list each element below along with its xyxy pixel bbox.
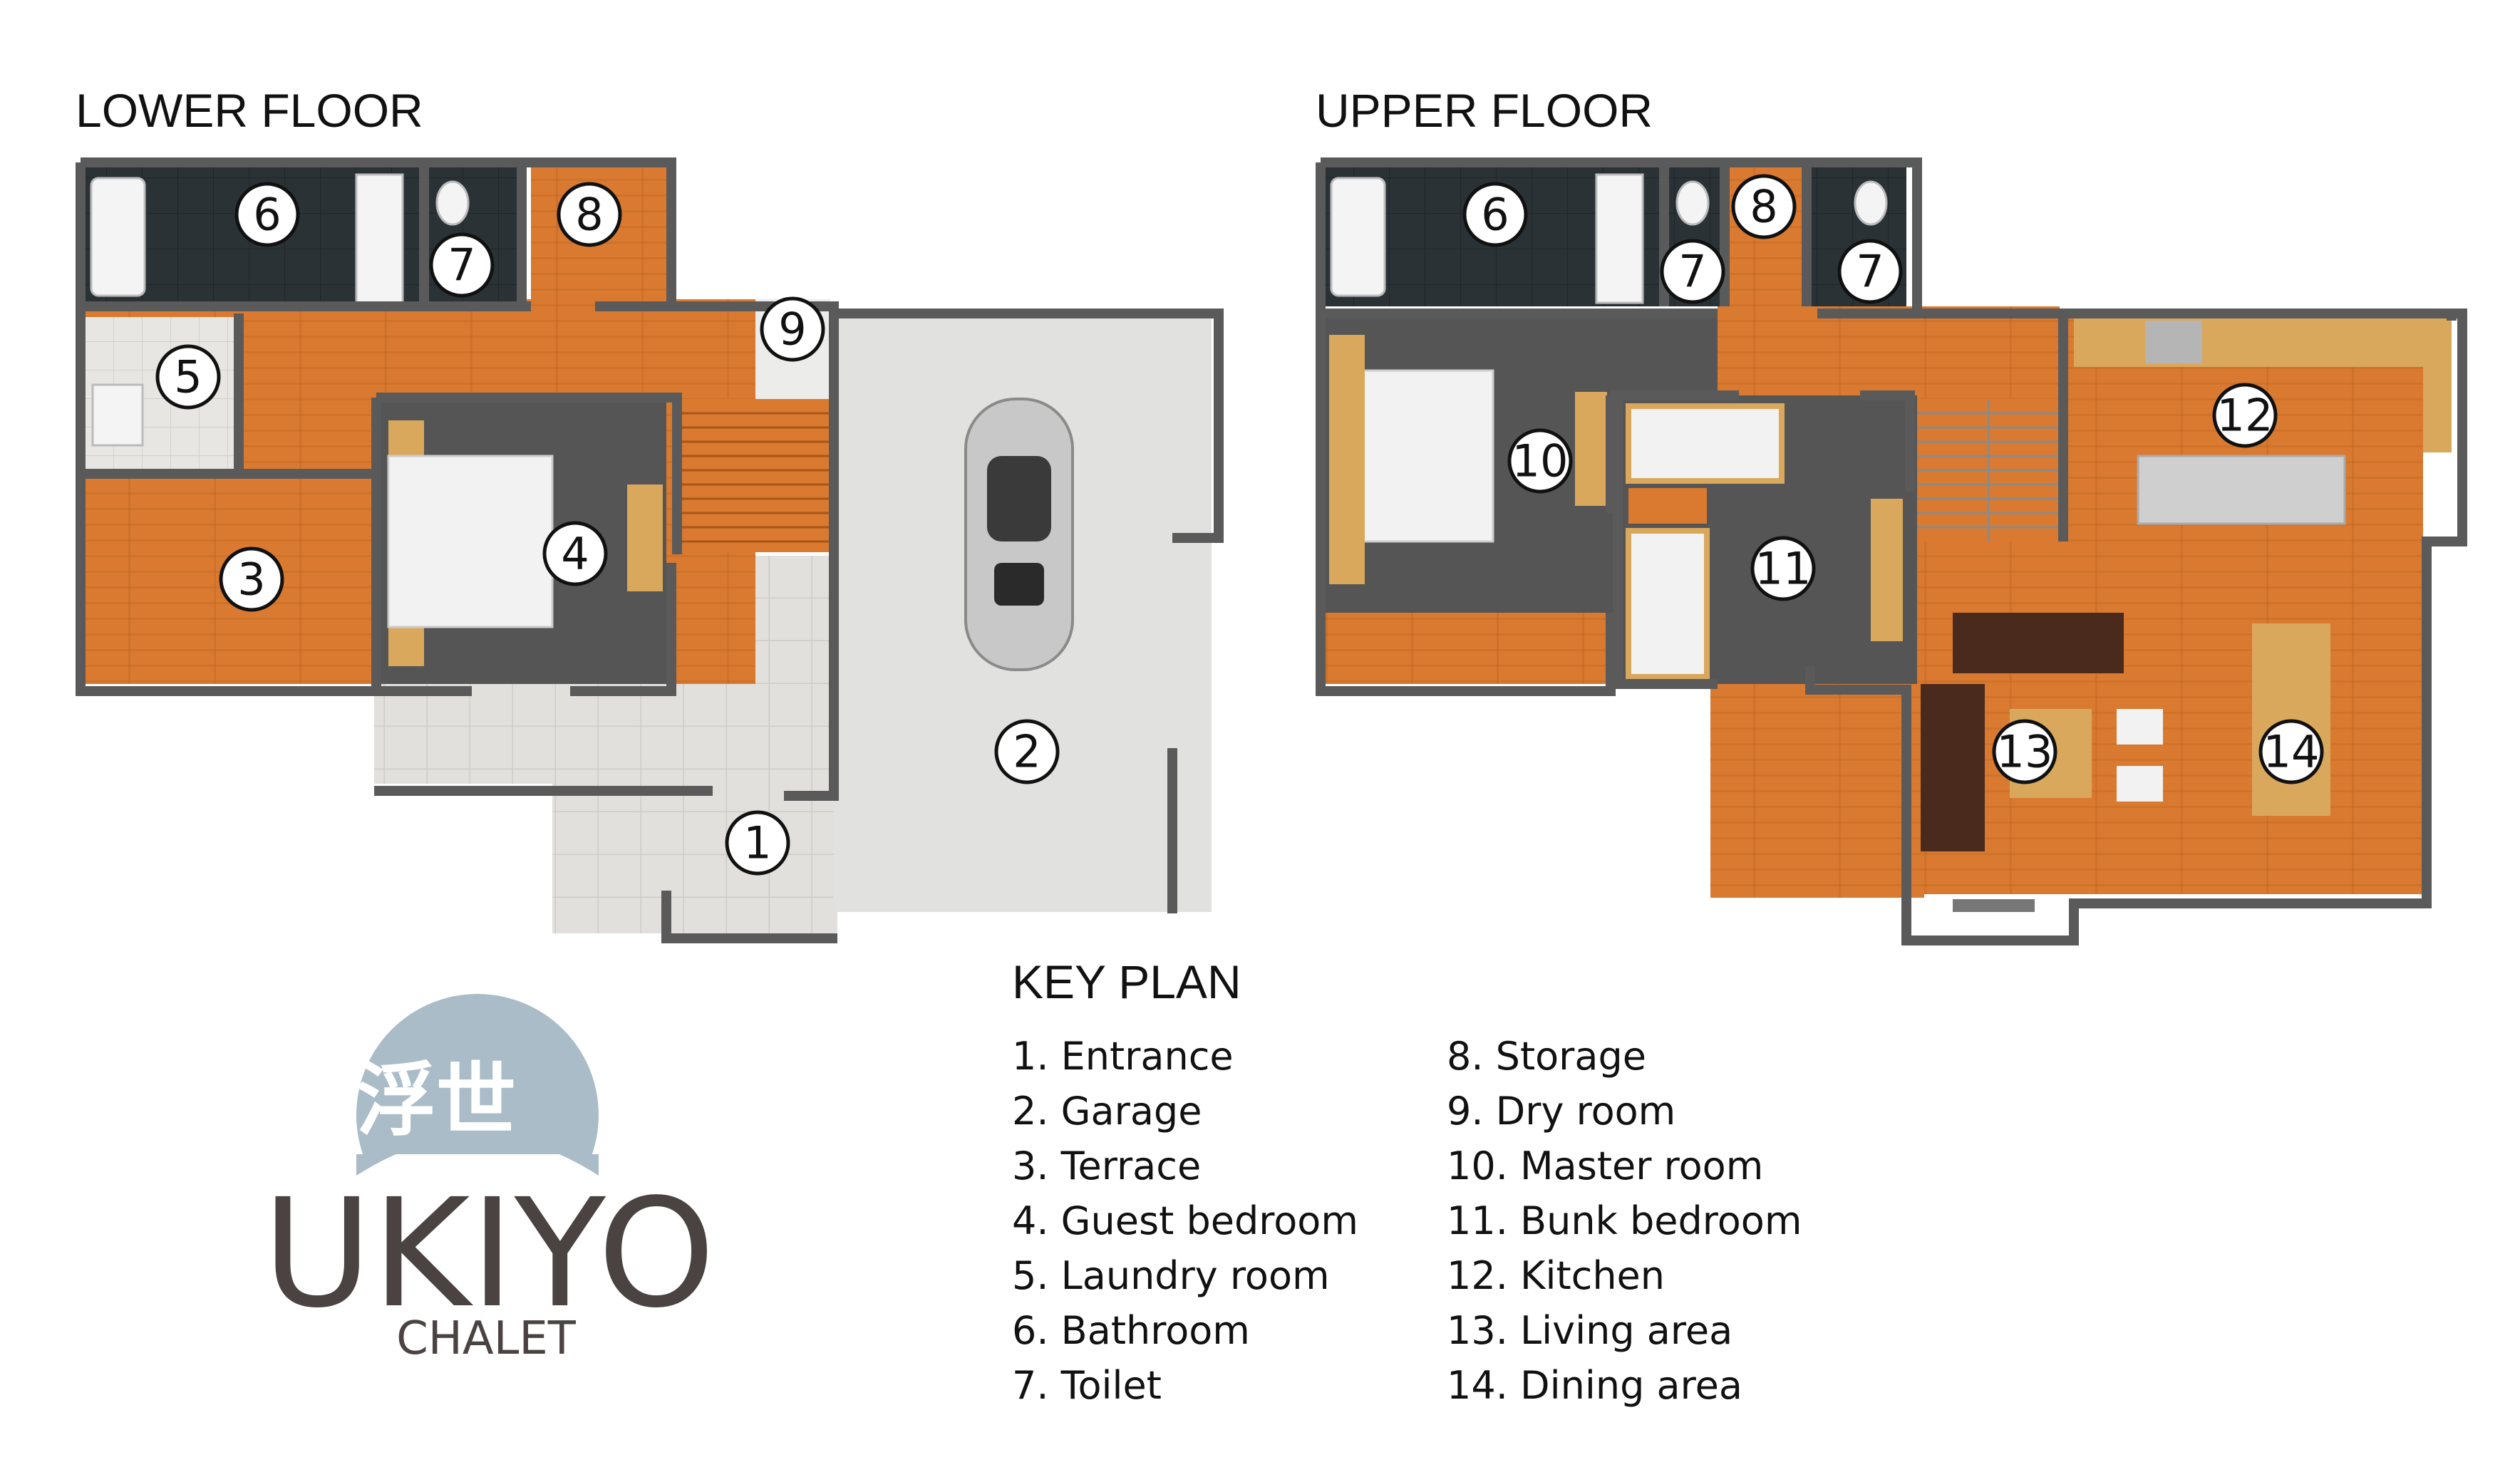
marker-dining-area: 14 [2258,719,2324,784]
guest-bed [387,455,554,628]
key-item: 1. Entrance [1012,1034,1234,1079]
logo-kanji: 浮世 [356,1054,516,1147]
ottoman [2117,766,2163,802]
marker-bathroom: 6 [234,182,300,247]
key-plan-column-a: 1. Entrance 2. Garage 3. Terrace 4. Gues… [1012,1029,1447,1413]
key-plan-title: KEY PLAN [1012,955,1241,1008]
key-item: 11. Bunk bedroom [1447,1198,1802,1243]
key-item: 5. Laundry room [1012,1253,1330,1298]
marker-label: 12 [2217,390,2273,442]
key-plan: KEY PLAN 1. Entrance 2. Garage 3. Terrac… [1012,955,1881,1413]
marker-label: 2 [1013,726,1040,778]
entrance-tiles [552,791,837,926]
marker-label: 4 [561,528,589,580]
bathtub [90,177,146,297]
marker-bathroom: 6 [1462,182,1528,247]
upper-floor-markers: 6 7 8 7 10 11 12 13 [1462,174,2324,784]
washing-machine [91,383,144,447]
marker-bunk-bedroom: 11 [1750,536,1816,601]
key-item: 14. Dining area [1447,1363,1742,1408]
kitchen-counter [2074,317,2423,367]
marker-label: 7 [1678,246,1706,298]
upper-vanity [1595,173,1644,304]
key-plan-column-b: 8. Storage 9. Dry room 10. Master room 1… [1447,1029,1802,1413]
bunk-bed-bottom [1626,528,1710,680]
key-item: 8. Storage [1447,1034,1646,1079]
marker-label: 5 [174,351,202,403]
sofa-side [1921,684,1985,851]
logo-name: UKIYO [262,1166,715,1341]
marker-terrace: 3 [219,546,284,612]
sofa-back [1953,613,2124,673]
upper-stairs [1917,399,2060,541]
rug [1953,899,2035,912]
marker-label: 10 [1512,435,1569,487]
marker-label: 9 [778,304,806,356]
marker-label: 11 [1755,543,1812,595]
lower-floor-title: LOWER FLOOR [76,84,423,137]
key-item: 2. Garage [1012,1089,1202,1134]
marker-entrance: 1 [725,810,790,876]
marker-label: 14 [2263,726,2320,778]
marker-storage: 8 [1731,174,1797,239]
lower-stairs [673,399,830,552]
vanity [355,173,404,304]
marker-dry-room: 9 [760,296,825,362]
marker-label: 7 [448,239,475,291]
master-room-lower-floor [1326,613,1611,684]
toilet-bowl [435,180,470,226]
key-item: 3. Terrace [1012,1144,1202,1188]
upper-floor-walls [1316,157,2467,945]
logo-circle-cut [342,1154,627,1240]
logo-subtitle: CHALET [396,1312,577,1365]
marker-living-area: 13 [1992,719,2057,784]
lower-floor-plan [76,157,1224,943]
key-item: 4. Guest bedroom [1012,1198,1358,1243]
toilet-bowl [1675,180,1710,226]
key-item: 6. Bathroom [1012,1308,1250,1353]
kitchen-sink [2145,321,2202,363]
ottoman [2117,709,2163,745]
upper-floor-title: UPPER FLOOR [1316,84,1653,137]
key-plan-columns: 1. Entrance 2. Garage 3. Terrace 4. Gues… [1012,1029,1881,1413]
kitchen-island [2137,455,2346,525]
marker-label: 7 [1856,246,1884,298]
key-item: 7. Toilet [1012,1363,1162,1408]
marker-toilet: 7 [1837,239,1903,304]
car [964,398,1074,671]
marker-kitchen: 12 [2212,383,2278,448]
marker-toilet: 7 [1660,239,1725,304]
marker-master-room: 10 [1507,428,1573,494]
guest-desk [627,484,663,591]
master-headboard [1329,335,1365,584]
ukiyo-logo: 浮世 UKIYO CHALET [262,994,716,1365]
logo-mountain-curve [356,1136,599,1176]
key-item: 9. Dry room [1447,1089,1676,1134]
bunk-desk [1871,499,1903,641]
marker-label: 6 [253,189,281,241]
marker-garage: 2 [994,719,1060,784]
key-item: 13. Living area [1447,1308,1733,1353]
marker-guest-bedroom: 4 [542,521,608,586]
marker-label: 8 [575,189,603,241]
marker-label: 8 [1750,181,1777,233]
bunk-bed-top [1626,403,1785,484]
master-desk [1575,392,1607,506]
marker-toilet: 7 [429,232,495,298]
upper-bathtub [1330,177,1386,297]
key-item: 10. Master room [1447,1144,1764,1188]
marker-label: 13 [1997,726,2053,778]
upper-hall-floor [1718,306,2060,392]
marker-laundry-room: 5 [155,344,221,410]
lower-floor-markers: 1 2 3 4 5 6 7 8 [155,182,1060,876]
kitchen-side-counter [2423,317,2452,452]
marker-label: 6 [1481,189,1509,241]
marker-label: 3 [237,554,265,606]
bunk-ladder [1628,488,1707,524]
toilet-bowl [1854,180,1888,226]
marker-storage: 8 [557,182,622,247]
marker-label: 1 [743,817,771,869]
key-item: 12. Kitchen [1447,1253,1665,1298]
